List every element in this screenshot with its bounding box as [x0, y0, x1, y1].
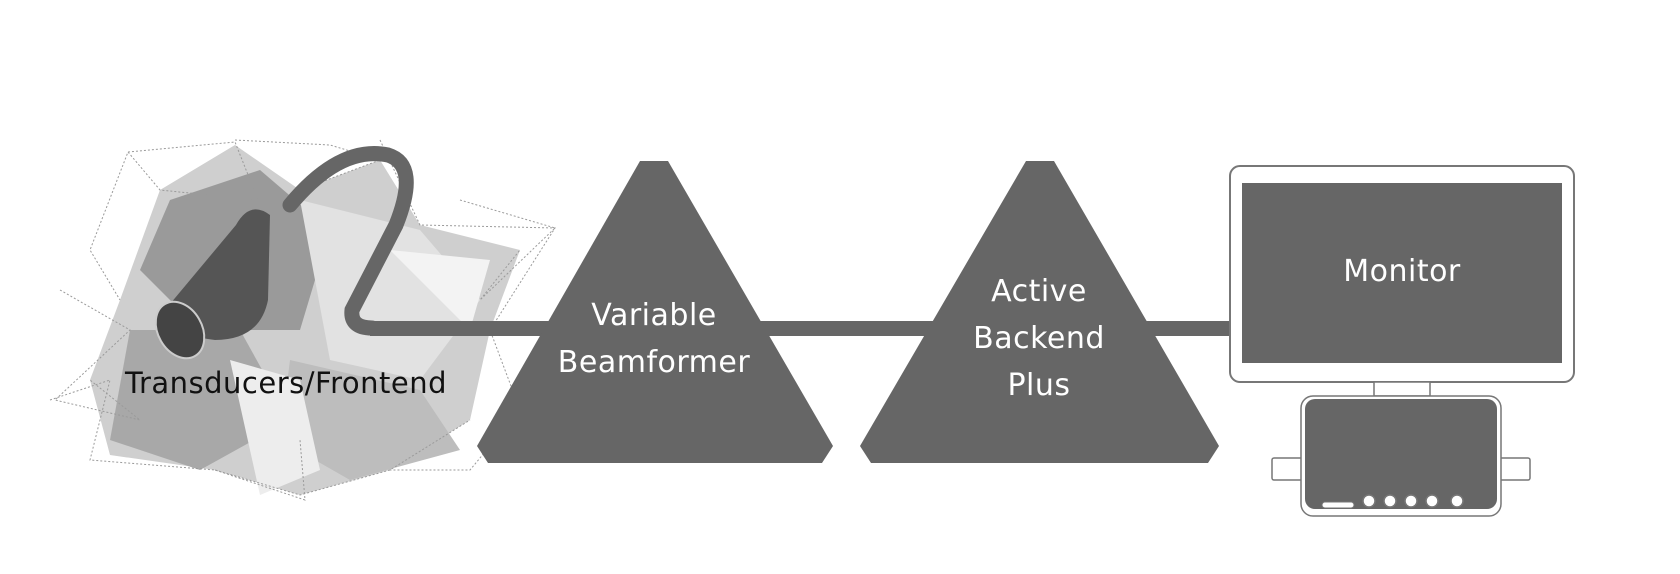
backend-label-line-2: Backend	[973, 321, 1105, 356]
monitor-icon	[1229, 165, 1575, 517]
beamformer-label-line-2: Beamformer	[557, 345, 751, 380]
backend-label-line-3: Plus	[1007, 368, 1071, 403]
monitor-label: Monitor	[1343, 254, 1461, 289]
active-backend-plus-block	[860, 161, 1219, 463]
beamformer-label-line-1: Variable	[591, 298, 717, 333]
variable-beamformer-block	[477, 161, 833, 463]
backend-label-line-1: Active	[991, 274, 1087, 309]
frontend-label: Transducers/Frontend	[125, 366, 447, 400]
transducer-probe-icon	[154, 209, 270, 360]
transducer-cable	[282, 146, 414, 336]
